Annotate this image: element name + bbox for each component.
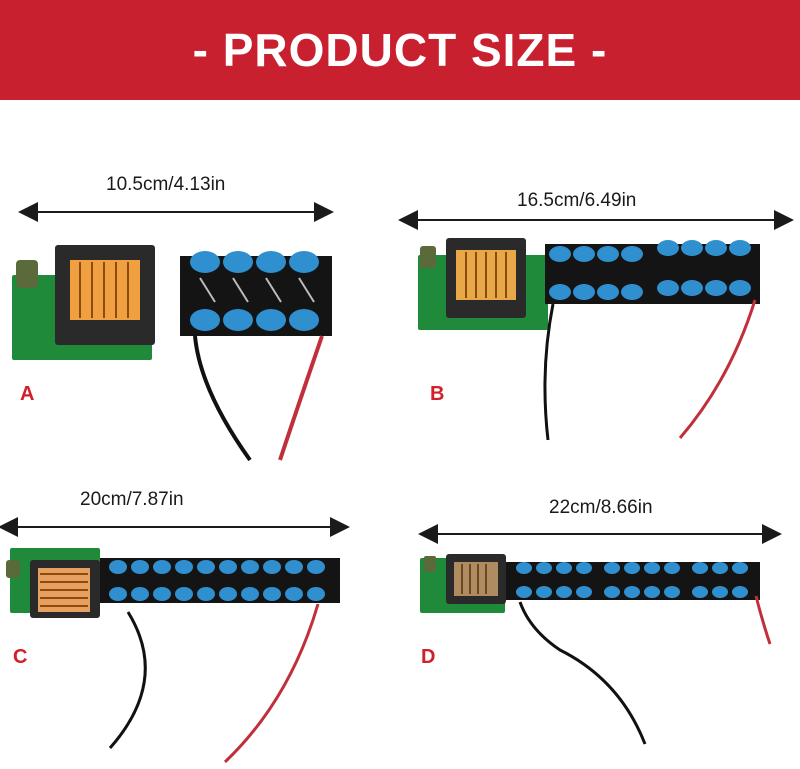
title-banner: - PRODUCT SIZE -	[0, 0, 800, 100]
product-board-c	[6, 548, 340, 764]
banner-title: - PRODUCT SIZE -	[192, 24, 608, 76]
variant-letter-c: C	[13, 646, 28, 668]
red-wire-b	[678, 299, 757, 439]
black-wire-d	[518, 601, 647, 745]
size-label-b: 16.5cm/6.49in	[517, 190, 637, 211]
size-label-c: 20cm/7.87in	[80, 489, 184, 510]
red-wire-a	[278, 335, 324, 461]
black-wire-b	[543, 303, 555, 441]
product-board-b	[418, 238, 760, 441]
variant-letter-b: B	[430, 383, 445, 405]
red-wire-d	[754, 595, 772, 645]
product-board-a	[12, 245, 332, 462]
size-label-a: 10.5cm/4.13in	[106, 174, 226, 195]
product-board-d	[420, 554, 772, 745]
red-wire-c	[223, 603, 320, 764]
black-wire-c	[108, 611, 147, 749]
variant-letter-a: A	[20, 383, 35, 405]
size-label-d: 22cm/8.66in	[549, 497, 653, 518]
variant-letter-d: D	[421, 646, 436, 668]
black-wire-a	[193, 335, 252, 462]
